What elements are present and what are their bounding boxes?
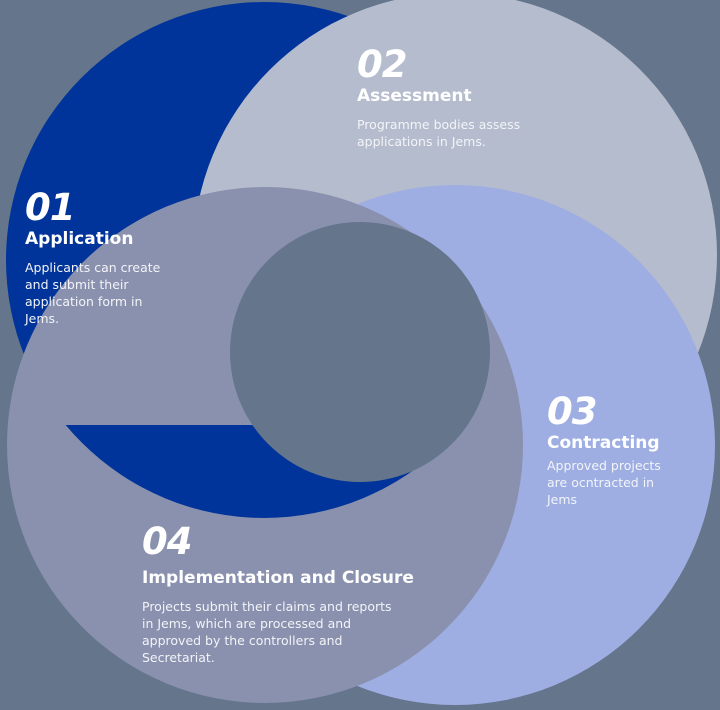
description-line: approved by the controllers and [142,633,343,648]
step-description: Applicants can create and submit their a… [25,259,160,327]
description-line: Jems. [25,311,60,326]
step-description: Projects submit their claims and reports… [142,598,414,666]
description-line: and submit their [25,277,129,292]
description-line: Projects submit their claims and reports [142,599,392,614]
step-number: 03 [547,390,597,433]
step-03: 03 Contracting Approved projects are ocn… [547,392,661,508]
step-title: Application [25,229,134,249]
step-number: 04 [142,520,192,563]
description-line: Programme bodies assess [357,117,521,132]
description-line: Applicants can create [25,260,161,275]
step-title: Contracting [547,433,660,453]
step-04: 04 Implementation and Closure Projects s… [142,522,414,666]
step-description: Programme bodies assess applications in … [357,116,520,150]
step-number: 02 [357,43,408,86]
step-description: Approved projects are ocntracted in Jems [547,457,661,508]
center-circle [230,222,490,482]
step-number: 01 [25,186,76,229]
description-line: applications in Jems. [357,134,486,149]
step-01: 01 Application Applicants can create and… [25,188,160,327]
description-line: Jems [547,492,578,507]
description-line: are ocntracted in [547,475,655,490]
description-line: in Jems, which are processed and [142,616,352,631]
step-title: Implementation and Closure [142,568,414,588]
description-line: Approved projects [547,458,661,473]
description-line: application form in [25,294,143,309]
step-02: 02 Assessment Programme bodies assess ap… [357,45,520,150]
description-line: Secretariat. [142,650,215,665]
step-title: Assessment [357,86,472,106]
